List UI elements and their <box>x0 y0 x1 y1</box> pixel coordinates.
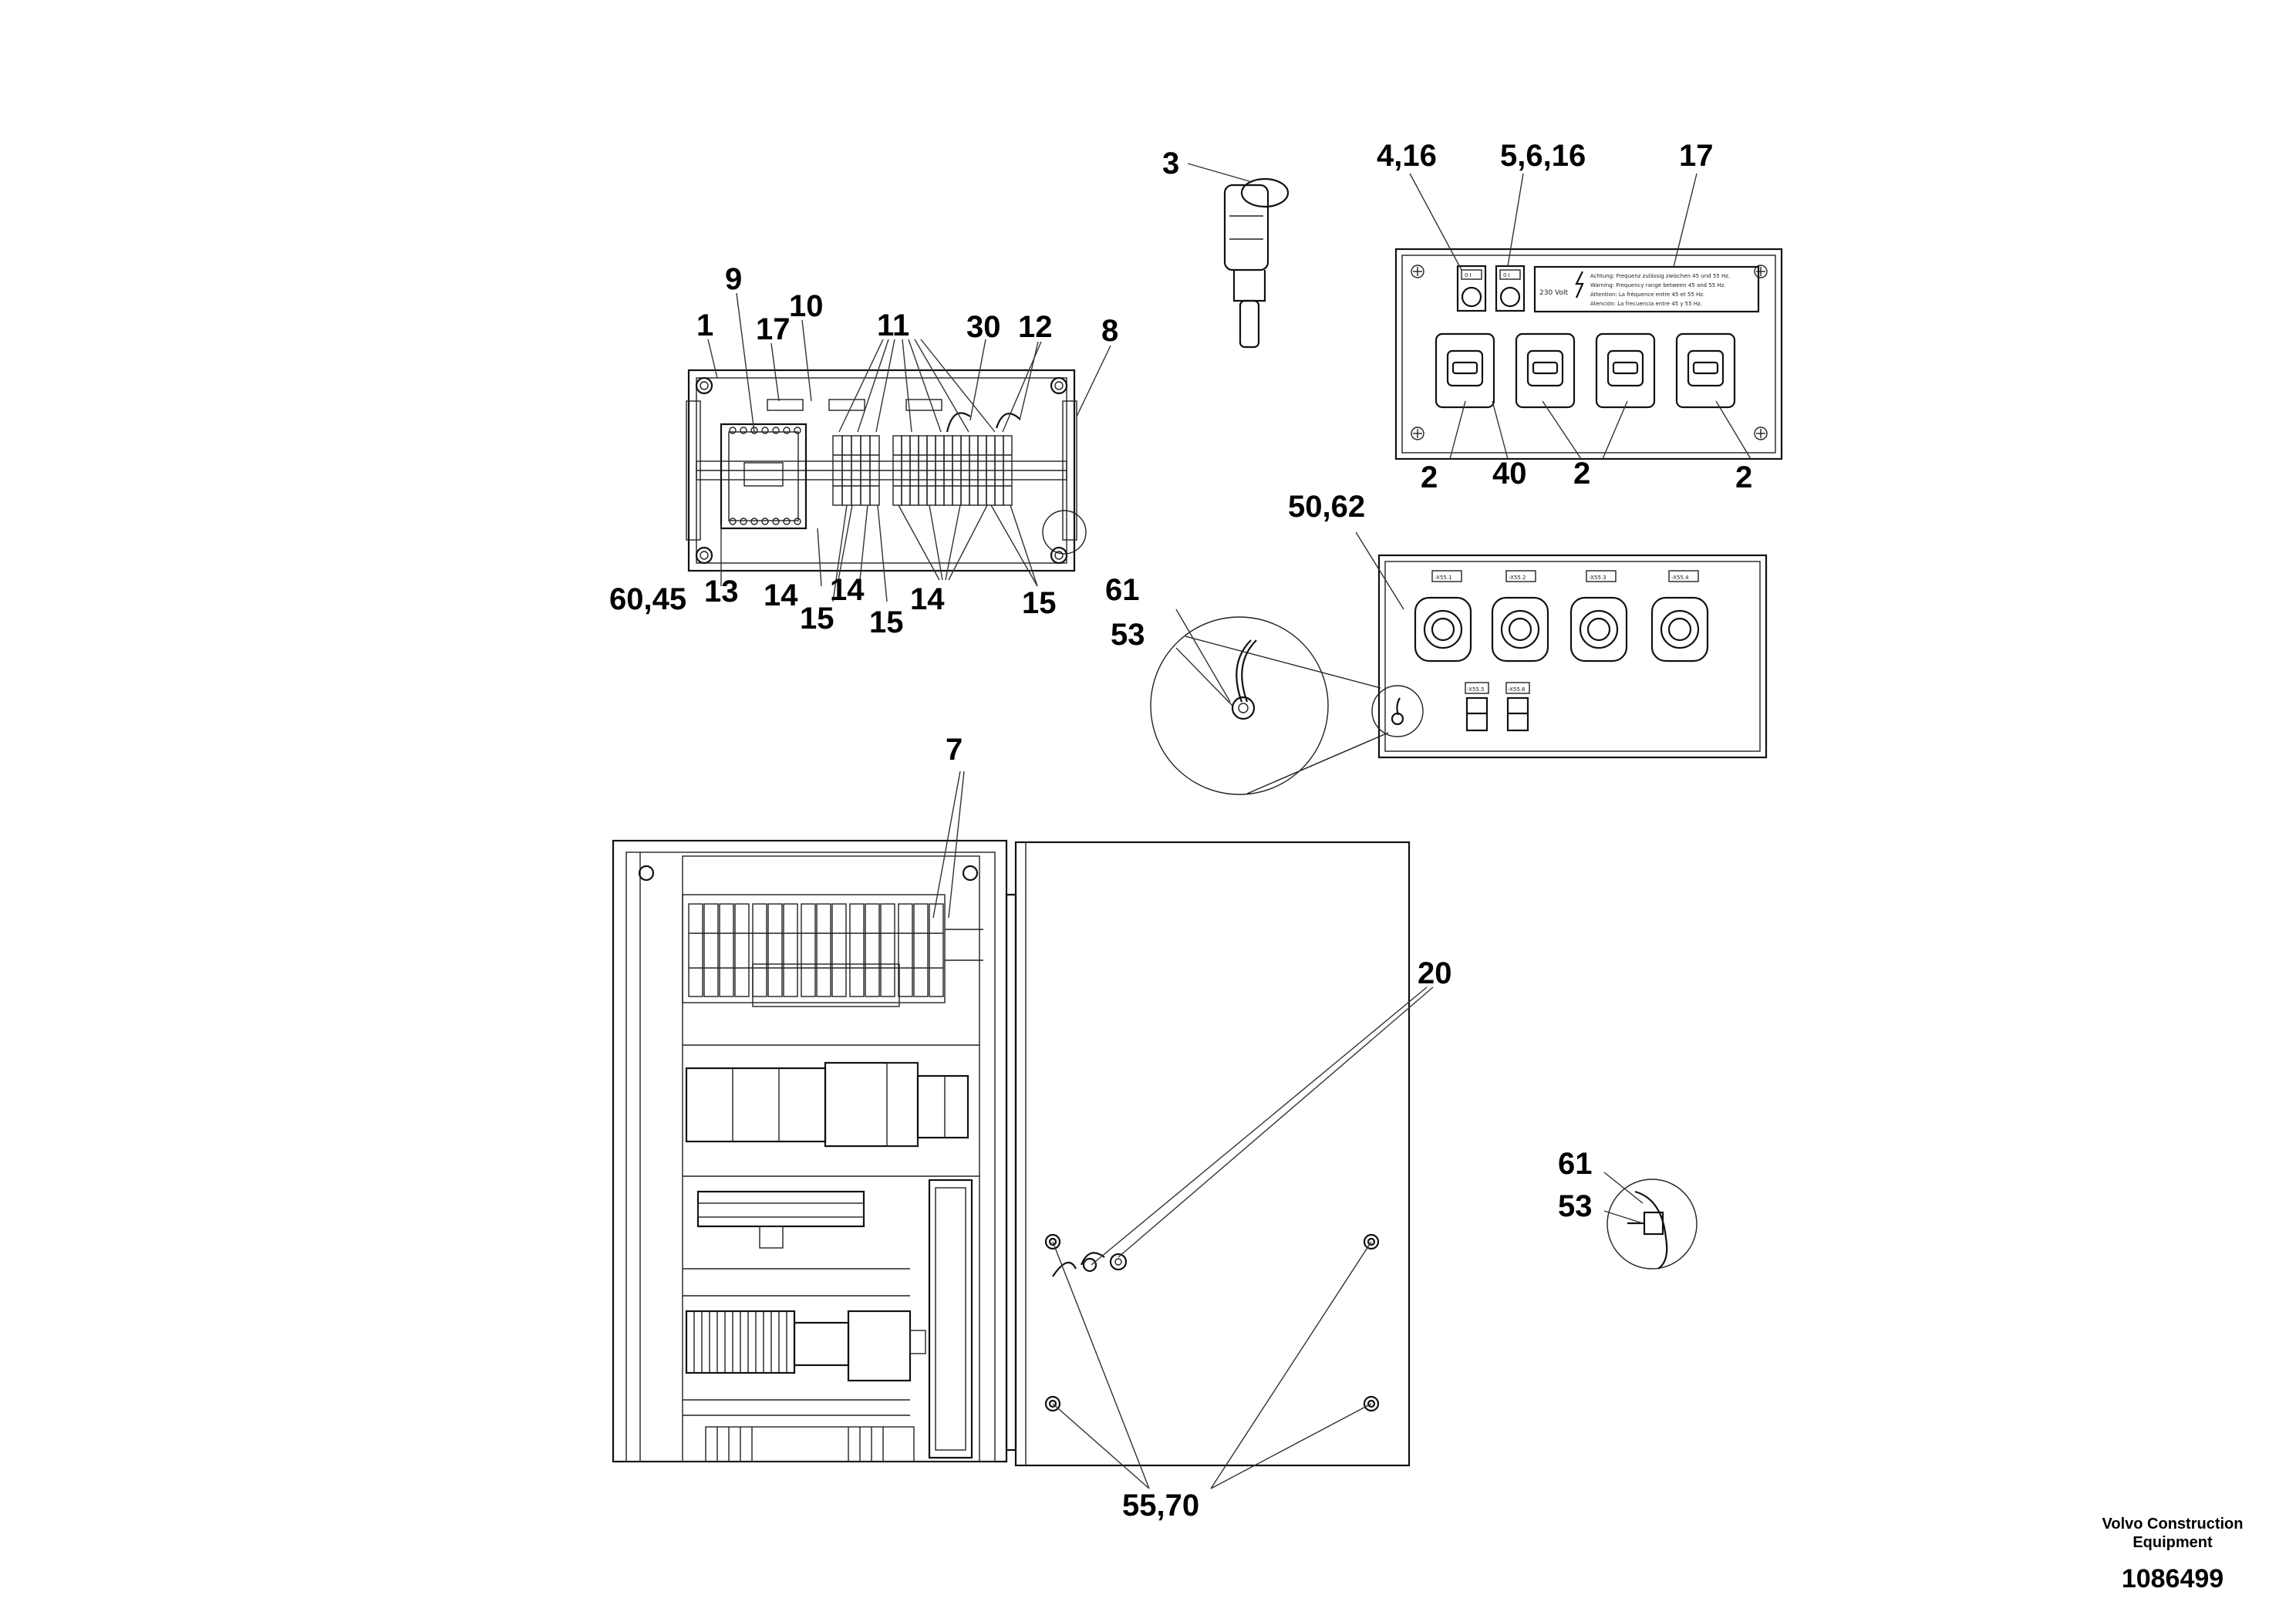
warning-line-2: Warning: Frequency range between 45 and … <box>1590 282 1726 288</box>
brand-line-1: Volvo Construction <box>2102 1516 2244 1533</box>
callout-2-b: 2 <box>1573 457 1590 491</box>
footer-block: Volvo Construction Equipment 1086499 <box>2102 1516 2244 1593</box>
warning-line-4: Atención: La frecuencia entre 45 y 55 Hz… <box>1590 301 1702 307</box>
callout-3: 3 <box>1162 147 1179 180</box>
callout-2-c: 2 <box>1735 460 1752 494</box>
callout-61-upper: 61 <box>1105 573 1140 607</box>
callout-14-b: 14 <box>830 573 865 607</box>
beacon-lamp <box>1223 177 1290 349</box>
socket-panel-front: 0 I 0 I 230 Volt Achtung: Frequenz zuläs… <box>1394 248 1783 460</box>
callout-5-6-16: 5,6,16 <box>1500 139 1586 173</box>
main-cabinet <box>612 839 1411 1467</box>
callout-labels: 1 9 17 10 11 30 12 8 3 4,16 5,6,16 17 2 … <box>609 139 1752 1523</box>
callout-2-a: 2 <box>1421 460 1438 494</box>
callout-53-lower: 53 <box>1558 1189 1593 1223</box>
callout-30: 30 <box>966 310 1001 344</box>
callout-14-a: 14 <box>764 578 798 612</box>
callout-17: 17 <box>756 312 791 346</box>
callout-10: 10 <box>789 289 824 323</box>
callout-20: 20 <box>1418 956 1452 990</box>
callout-55-70: 55,70 <box>1122 1489 1199 1523</box>
callout-15-c: 15 <box>1022 586 1057 620</box>
tag-x55-3: -X55.3 <box>1589 575 1607 581</box>
callout-61-lower: 61 <box>1558 1147 1593 1181</box>
callout-53-upper: 53 <box>1111 618 1145 652</box>
callout-60-45: 60,45 <box>609 582 686 616</box>
callout-14-c: 14 <box>910 582 945 616</box>
callout-11: 11 <box>877 309 909 342</box>
callout-50-62: 50,62 <box>1288 490 1365 524</box>
voltage-label: 230 Volt <box>1539 289 1569 297</box>
tag-x55-5: -X55.5 <box>1467 686 1485 693</box>
callout-8: 8 <box>1101 314 1118 348</box>
socket-panel-rear: -X55.1 -X55.2 -X55.3 -X55.4 -X55.5 -X55.… <box>1371 554 1768 759</box>
warning-line-1: Achtung: Frequenz zulässig zwischen 45 u… <box>1590 273 1730 279</box>
brand-line-2: Equipment <box>2132 1534 2213 1551</box>
switch-b-label: 0 I <box>1503 272 1510 278</box>
callout-15-a: 15 <box>800 602 834 636</box>
door-ground-detail <box>1607 1179 1698 1270</box>
tag-x55-6: -X55.6 <box>1508 686 1526 693</box>
callout-17-panel: 17 <box>1679 139 1714 173</box>
tag-x55-4: -X55.4 <box>1671 575 1689 581</box>
callout-13: 13 <box>704 575 739 609</box>
callout-4-16: 4,16 <box>1377 139 1437 173</box>
warning-line-3: Attention: La fréquence entre 45 et 55 H… <box>1590 292 1704 298</box>
tag-x55-2: -X55.2 <box>1509 575 1526 581</box>
switch-a-label: 0 I <box>1465 272 1472 278</box>
callout-40: 40 <box>1492 457 1527 491</box>
callout-9: 9 <box>725 262 742 296</box>
callout-7: 7 <box>946 733 963 767</box>
document-number: 1086499 <box>2122 1564 2224 1593</box>
terminal-box-assembly <box>686 369 1087 572</box>
callout-1: 1 <box>696 309 713 342</box>
tag-x55-1: -X55.1 <box>1435 575 1452 581</box>
leader-lines <box>707 163 1752 1489</box>
callout-15-b: 15 <box>869 605 904 639</box>
callout-12: 12 <box>1018 310 1053 344</box>
ground-lug-detail <box>1150 616 1389 795</box>
